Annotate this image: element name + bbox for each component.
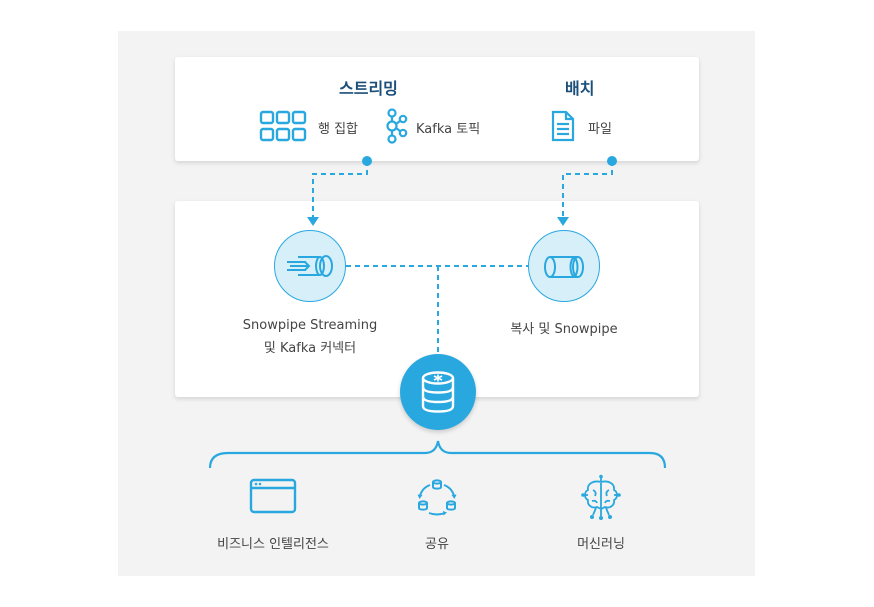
- file-icon: [551, 110, 575, 142]
- machine-learning-label: 머신러닝: [577, 537, 625, 552]
- sharing-label: 공유: [425, 537, 449, 552]
- browser-window-icon: [249, 478, 297, 514]
- file-label: 파일: [588, 122, 612, 137]
- batch-heading: 배치: [565, 79, 595, 98]
- row-set-label: 행 집합: [318, 122, 359, 137]
- copy-snowpipe-node: [528, 230, 600, 302]
- machine-learning-brain-icon: [581, 474, 621, 520]
- copy-snowpipe-label: 복사 및 Snowpipe: [510, 322, 618, 337]
- streaming-connector-label-line2: 및 Kafka 커넥터: [263, 341, 357, 356]
- sources-card: [175, 57, 699, 161]
- streaming-heading: 스트리밍: [339, 79, 398, 98]
- row-set-icon: [259, 110, 307, 142]
- kafka-icon: [386, 108, 408, 144]
- streaming-connector-label-line1: Snowpipe Streaming: [242, 318, 378, 333]
- pipe-icon: [544, 256, 584, 278]
- kafka-topic-label: Kafka 토픽: [416, 122, 481, 137]
- streaming-pipe-icon: [287, 255, 333, 277]
- data-sharing-icon: [417, 479, 457, 516]
- business-intelligence-label: 비즈니스 인텔리전스: [217, 537, 329, 552]
- database-icon: [421, 371, 455, 413]
